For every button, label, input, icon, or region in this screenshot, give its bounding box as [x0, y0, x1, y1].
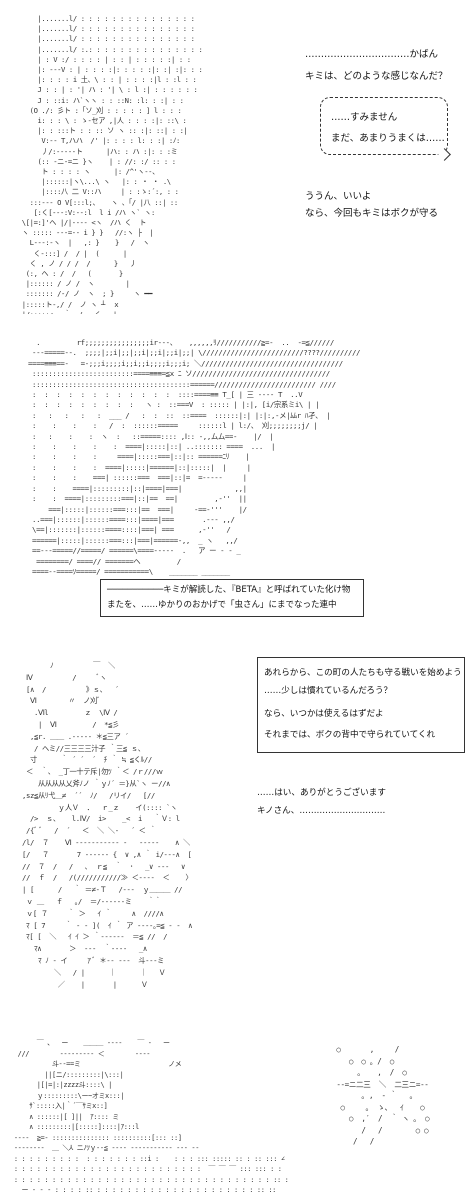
speech-bubble: ……すみません まだ、あまりうまくは……	[320, 97, 448, 155]
speaker-label: ……………………………かばん	[305, 49, 439, 60]
figure-crouching-ascii-art: ￣ 、 ー ＿＿＿ ‐‐‐‐ ￣ ‐ ー /// ‐‐‐‐‐‐‐‐‐ ＜ ‐‐‐…	[13, 1039, 289, 1194]
bubble-line: ……すみません	[331, 112, 398, 123]
dialogue-line: ……はい、ありがとうございます	[257, 788, 386, 798]
burst-effect-ascii-art: ○ , / ○ ○ ｡ / ○ ｡ , / ○ ‐‐=ニ二三 ＼ 二三ニ=‐‐ …	[336, 1045, 430, 1146]
box-line: なら、いつかは使えるはずだよ	[264, 709, 384, 719]
character-ascii-art: |.......l/ : : : : : : : : : : : : : : :…	[21, 14, 203, 314]
caption-line: またを、……ゆかりのおかげで「虫さん」にまでなった連中	[107, 600, 337, 610]
creature-scene-ascii-art: . rf;;;;;;;;;;;;;;;;ir---、 ,,,,,,ﾘ//////…	[28, 338, 361, 576]
bubble-line: まだ、あまりうまくは……	[331, 133, 445, 144]
panel-4: ￣ 、 ー ＿＿＿ ‐‐‐‐ ￣ ‐ ー /// ‐‐‐‐‐‐‐‐‐ ＜ ‐‐‐…	[0, 1030, 473, 1200]
box-line: あれらから、この町の人たちも守る戦いを始めよう	[264, 668, 462, 678]
dialogue-line: キノさん、…………………………	[257, 806, 386, 816]
dialogue-line: なら、今回もキミはボクが守る	[305, 208, 439, 219]
dialogue-line: ううん、いいよ	[305, 191, 372, 202]
caption-box: ───────────キミが解読した、『BETA』と呼ばれていた化け物 またを、…	[100, 579, 364, 617]
box-line: ……少しは慣れているんだろう？	[264, 686, 393, 696]
box-line: それまでは、ボクの背中で守られていてくれ	[264, 730, 436, 740]
panel-3: ﾉ ￣ ＼ Ⅳ / ﾞヽ [∧ / 》ｓ、 ´ Ⅵ 〃 ノ刈ﾞ .Ⅵl ｚ \Ⅳ…	[0, 640, 473, 1010]
panel-2: . rf;;;;;;;;;;;;;;;;ir---、 ,,,,,,ﾘ//////…	[0, 330, 473, 625]
panel-1: |.......l/ : : : : : : : : : : : : : : :…	[0, 0, 473, 320]
armored-figure-ascii-art: ﾉ ￣ ＼ Ⅳ / ﾞヽ [∧ / 》ｓ、 ´ Ⅵ 〃 ノ刈ﾞ .Ⅵl ｚ \Ⅳ…	[21, 661, 193, 989]
caption-line: ───────────キミが解読した、『BETA』と呼ばれていた化け物	[107, 585, 351, 595]
dialogue-box: あれらから、この町の人たちも守る戦いを始めよう ……少しは慣れているんだろう？ …	[257, 657, 465, 753]
dialogue-line: キミは、どのような感じなんだ？	[305, 71, 448, 82]
